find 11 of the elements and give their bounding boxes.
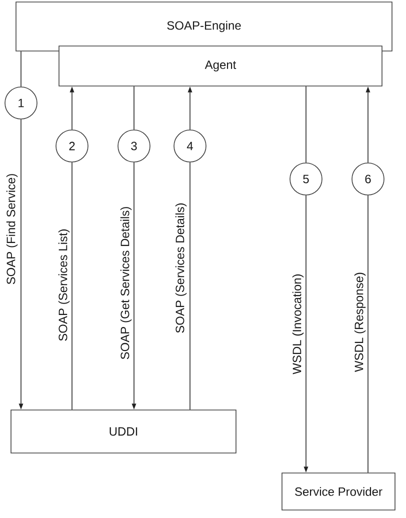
process-box: Service Provider xyxy=(282,472,396,510)
process-box: UDDI xyxy=(10,410,236,454)
process-box: Agent xyxy=(58,46,382,86)
edge-label: SOAP (Find Service) xyxy=(6,174,18,284)
edge-label: WSDL (Invocation) xyxy=(292,274,304,374)
edge-label: WSDL (Response) xyxy=(354,272,366,372)
edge-label: SOAP (Services Details) xyxy=(175,203,187,333)
edge-label: SOAP (Services List) xyxy=(58,229,70,341)
process-box: SOAP-Engine xyxy=(16,2,392,52)
connector-line xyxy=(20,51,22,87)
edge-label: SOAP (Get Services Details) xyxy=(120,207,132,360)
